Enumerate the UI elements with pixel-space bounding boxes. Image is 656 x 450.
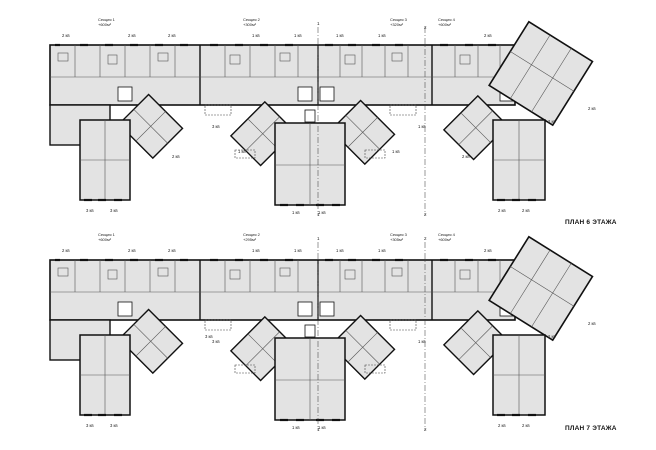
section-2-area: +300м² <box>243 22 257 27</box>
svg-text:2 кв: 2 кв <box>548 119 556 124</box>
section-3-name: Секция 3 <box>390 232 408 237</box>
section-3-name: Секция 3 <box>390 17 408 22</box>
svg-text:3 кв: 3 кв <box>205 334 213 339</box>
section-2-name: Секция 2 <box>243 17 261 22</box>
svg-text:1 кв: 1 кв <box>418 124 426 129</box>
svg-text:2 кв: 2 кв <box>498 423 506 428</box>
room-labels-bottom: 3 кв 3 кв 1 кв 1 кв 2 кв 2 кв <box>86 208 530 215</box>
svg-text:2 кв: 2 кв <box>588 106 596 111</box>
section-1-area: +600м² <box>98 22 112 27</box>
svg-text:1 кв: 1 кв <box>336 33 344 38</box>
svg-text:1 кв: 1 кв <box>292 425 300 430</box>
svg-text:1 кв: 1 кв <box>294 248 302 253</box>
svg-text:1 кв: 1 кв <box>392 149 400 154</box>
section-2-area: +295м² <box>243 237 257 242</box>
section-4-name: Секция 4 <box>438 232 456 237</box>
svg-text:2 кв: 2 кв <box>168 248 176 253</box>
axis-2-bottom: 2 <box>424 212 427 217</box>
svg-text:2 кв: 2 кв <box>498 208 506 213</box>
room-labels-top: 2 кв 2 кв 2 кв 1 кв 1 кв 1 кв 1 кв 2 кв <box>62 248 492 253</box>
svg-text:3 кв: 3 кв <box>212 339 220 344</box>
plan-6-floor: Секция 1 +600м² Секция 2 +300м² Секция 3… <box>48 17 596 217</box>
axis-1-bottom: 1 <box>317 427 320 432</box>
room-labels-mid: 3 кв 2 кв 1 кв 1 кв 2 кв 1 кв 2 кв 2 кв <box>172 106 596 159</box>
section-3-area: +320м² <box>390 22 404 27</box>
section-1-area: +600м² <box>98 237 112 242</box>
svg-text:2 кв: 2 кв <box>462 154 470 159</box>
section-4-name: Секция 4 <box>438 17 456 22</box>
section-1-name: Секция 1 <box>98 232 116 237</box>
svg-text:2 кв: 2 кв <box>484 248 492 253</box>
svg-text:2 кв: 2 кв <box>522 423 530 428</box>
svg-text:1 кв: 1 кв <box>378 33 386 38</box>
svg-text:2 кв: 2 кв <box>128 248 136 253</box>
svg-text:3 кв: 3 кв <box>110 208 118 213</box>
svg-text:1 кв: 1 кв <box>252 248 260 253</box>
svg-text:3 кв: 3 кв <box>86 208 94 213</box>
section-labels: Секция 1 +600м² Секция 2 +295м² Секция 3… <box>98 232 456 242</box>
svg-text:2 кв: 2 кв <box>62 248 70 253</box>
section-3-area: +305м² <box>390 237 404 242</box>
axis-1-bottom: 1 <box>317 212 320 217</box>
svg-text:1 кв: 1 кв <box>336 248 344 253</box>
plan-7-floor: Секция 1 +600м² Секция 2 +295м² Секция 3… <box>48 232 596 432</box>
svg-text:3 кв: 3 кв <box>86 423 94 428</box>
section-labels: Секция 1 +600м² Секция 2 +300м² Секция 3… <box>98 17 456 27</box>
axis-2-top: 2 <box>424 25 427 30</box>
section-4-area: +600м² <box>438 237 452 242</box>
plan-7-title: ПЛАН 7 ЭТАЖА <box>565 425 617 432</box>
svg-text:1 кв: 1 кв <box>292 210 300 215</box>
svg-text:1 кв: 1 кв <box>318 210 326 215</box>
section-4-area: +600м² <box>438 22 452 27</box>
axis-1-top: 1 <box>317 236 320 241</box>
room-labels-mid: 3 кв 3 кв 1 кв 2 кв 2 кв <box>205 321 596 344</box>
room-labels-top: 2 кв 2 кв 2 кв 1 кв 1 кв 1 кв 1 кв 2 кв <box>62 33 492 38</box>
svg-text:2 кв: 2 кв <box>548 334 556 339</box>
svg-text:2 кв: 2 кв <box>484 33 492 38</box>
axis-2-bottom: 2 <box>424 427 427 432</box>
svg-text:1 кв: 1 кв <box>238 149 246 154</box>
svg-text:3 кв: 3 кв <box>110 423 118 428</box>
svg-text:1 кв: 1 кв <box>294 33 302 38</box>
svg-text:2 кв: 2 кв <box>522 208 530 213</box>
svg-text:1 кв: 1 кв <box>378 248 386 253</box>
svg-text:2 кв: 2 кв <box>128 33 136 38</box>
svg-text:3 кв: 3 кв <box>212 124 220 129</box>
section-1-name: Секция 1 <box>98 17 116 22</box>
svg-text:2 кв: 2 кв <box>62 33 70 38</box>
plan-6-title: ПЛАН 6 ЭТАЖА <box>565 219 617 226</box>
svg-text:2 кв: 2 кв <box>168 33 176 38</box>
svg-text:1 кв: 1 кв <box>418 339 426 344</box>
svg-text:2 кв: 2 кв <box>172 154 180 159</box>
svg-text:1 кв: 1 кв <box>318 425 326 430</box>
axis-1-top: 1 <box>317 21 320 26</box>
svg-text:2 кв: 2 кв <box>588 321 596 326</box>
axis-2-top: 2 <box>424 236 427 241</box>
section-2-name: Секция 2 <box>243 232 261 237</box>
svg-text:1 кв: 1 кв <box>252 33 260 38</box>
room-labels-bottom: 3 кв 3 кв 1 кв 1 кв 2 кв 2 кв <box>86 423 530 430</box>
